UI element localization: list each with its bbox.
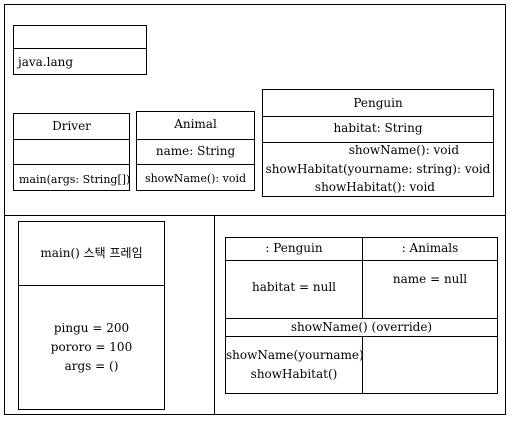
horizontal-divider <box>4 215 506 216</box>
animal-class-title: Animal <box>174 117 217 131</box>
main-stack-frame-box: main() 스택 프레임 pingu = 200 pororo = 100 a… <box>18 221 165 410</box>
heap-penguin-field: habitat = null <box>251 280 337 294</box>
vertical-divider <box>214 215 215 415</box>
animal-class-box: Animal name: String showName(): void <box>136 111 255 191</box>
diagram-frame <box>4 4 506 415</box>
heap-penguin-method-showname: showName(yourname) <box>226 348 364 362</box>
driver-method-main: main(args: String[]) <box>19 173 131 186</box>
heap-penguin-header: : Penguin <box>265 241 323 255</box>
penguin-method-showhabitat-param: showHabitat(yourname: string): void <box>265 162 491 176</box>
animal-method-showname: showName(): void <box>144 172 247 185</box>
package-name: java.lang <box>18 55 74 69</box>
heap-object-box: : Penguin : Animals habitat = null name … <box>225 237 498 394</box>
stack-var-pororo: pororo = 100 <box>50 340 133 354</box>
java-lang-package-box: java.lang <box>13 25 147 75</box>
heap-penguin-method-showhabitat: showHabitat() <box>250 367 338 381</box>
penguin-class-title: Penguin <box>353 96 403 110</box>
stack-var-pingu: pingu = 200 <box>53 321 130 335</box>
heap-shared-method: showName() (override) <box>290 320 433 334</box>
stack-frame-title: main() 스택 프레임 <box>40 246 143 260</box>
stack-var-args: args = () <box>64 359 119 373</box>
animal-field-name: name: String <box>155 144 236 158</box>
penguin-class-box: Penguin habitat: String showName(): void… <box>262 89 494 197</box>
penguin-field-habitat: habitat: String <box>333 121 423 135</box>
penguin-method-showname: showName(): void <box>348 143 459 157</box>
heap-animals-field: name = null <box>392 272 468 286</box>
heap-animals-header: : Animals <box>401 241 459 255</box>
driver-class-title: Driver <box>52 119 91 133</box>
driver-class-box: Driver main(args: String[]) <box>13 113 130 191</box>
penguin-method-showhabitat: showHabitat(): void <box>314 180 435 194</box>
